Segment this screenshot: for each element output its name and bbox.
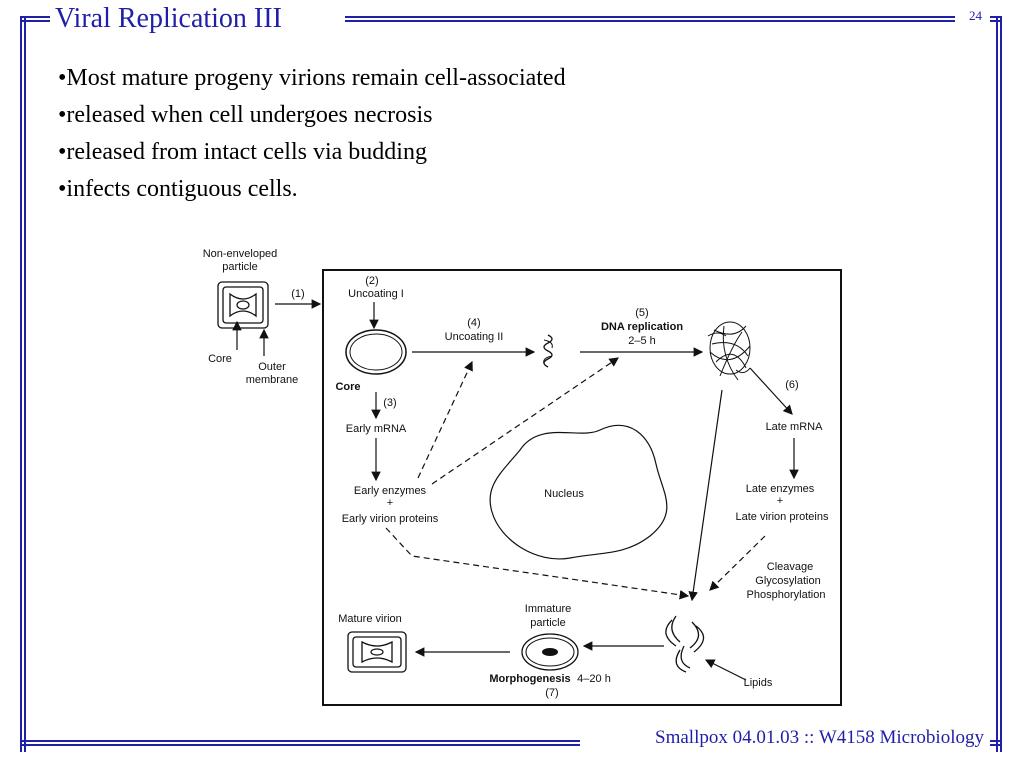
bullet-list: •Most mature progeny virions remain cell… — [58, 60, 566, 208]
step-2: (2) — [365, 275, 378, 287]
crescent-membranes — [665, 615, 705, 673]
dna-strand — [543, 334, 553, 368]
dna-replication-time: 2–5 h — [628, 335, 656, 347]
dna-replication-label: DNA replication — [601, 321, 683, 333]
plus-1: + — [387, 497, 393, 509]
plus-2: + — [777, 495, 783, 507]
outer-membrane-label-2: membrane — [246, 374, 299, 386]
lipids-label: Lipids — [744, 677, 773, 689]
step-7: (7) — [545, 687, 558, 699]
bullet-item: •infects contiguous cells. — [58, 176, 298, 202]
step-1: (1) — [291, 288, 304, 300]
step-3: (3) — [383, 397, 396, 409]
bullet-item: •released when cell undergoes necrosis — [58, 102, 433, 128]
morphogenesis-time: 4–20 h — [577, 673, 611, 685]
uncoating-2-label: Uncoating II — [445, 331, 504, 343]
phosphorylation-label: Phosphorylation — [747, 589, 826, 601]
non-enveloped-label-2: particle — [222, 261, 257, 273]
replicated-dna-tangle — [707, 321, 751, 381]
late-enzymes-label: Late enzymes — [746, 483, 815, 495]
left-rule — [20, 16, 26, 752]
slide-title: Viral Replication III — [55, 3, 282, 34]
footer-text: Smallpox 04.01.03 :: W4158 Microbiology — [655, 727, 984, 748]
top-rule-left — [20, 16, 50, 22]
immature-label-2: particle — [530, 617, 565, 629]
late-mrna-label: Late mRNA — [766, 421, 824, 433]
bottom-rule-end — [990, 740, 1002, 746]
page-number: 24 — [969, 8, 982, 23]
step-4: (4) — [467, 317, 480, 329]
right-rule — [996, 16, 1002, 752]
mature-virion-icon — [347, 631, 407, 673]
immature-label: Immature — [525, 603, 571, 615]
bullet-item: •Most mature progeny virions remain cell… — [58, 65, 566, 91]
top-rule-right — [345, 16, 955, 22]
replication-diagram: Non-enveloped particle (1) Core Outer me… — [203, 248, 842, 706]
morphogenesis-label: Morphogenesis — [489, 673, 570, 685]
nucleus-label: Nucleus — [544, 488, 584, 500]
core-ellipse — [345, 329, 407, 375]
immature-particle — [521, 633, 579, 671]
core-label-2: Core — [335, 381, 360, 393]
mature-virion-label: Mature virion — [338, 613, 402, 625]
non-enveloped-label: Non-enveloped — [203, 248, 278, 260]
early-virion-proteins-label: Early virion proteins — [342, 513, 439, 525]
particle-icon — [217, 281, 269, 329]
late-virion-proteins-label: Late virion proteins — [736, 511, 829, 523]
glycosylation-label: Glycosylation — [755, 575, 820, 587]
uncoating-1-label: Uncoating I — [348, 288, 404, 300]
bullet-item: •released from intact cells via budding — [58, 139, 427, 165]
bottom-rule-left — [20, 740, 580, 746]
step-6: (6) — [785, 379, 798, 391]
cell-boundary — [322, 269, 842, 706]
core-label: Core — [208, 353, 232, 365]
step-5: (5) — [635, 307, 648, 319]
early-enzymes-label: Early enzymes — [354, 485, 427, 497]
outer-membrane-label: Outer — [258, 361, 286, 373]
nucleus-shape — [489, 424, 668, 560]
early-mrna-label: Early mRNA — [346, 423, 407, 435]
cleavage-label: Cleavage — [767, 561, 813, 573]
